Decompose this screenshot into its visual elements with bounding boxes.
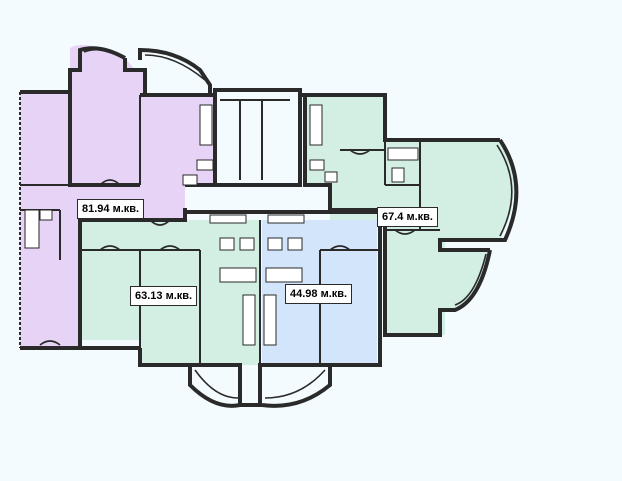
fixtures: [24, 104, 419, 346]
area-label-63-13: 63.13 м.кв.: [130, 286, 198, 306]
area-label-44-98: 44.98 м.кв.: [285, 284, 353, 304]
area-label-81-94: 81.94 м.кв.: [77, 199, 145, 219]
exterior-walls: [19, 46, 519, 408]
door-swings: [39, 149, 416, 346]
area-label-67-4: 67.4 м.кв.: [377, 207, 438, 227]
